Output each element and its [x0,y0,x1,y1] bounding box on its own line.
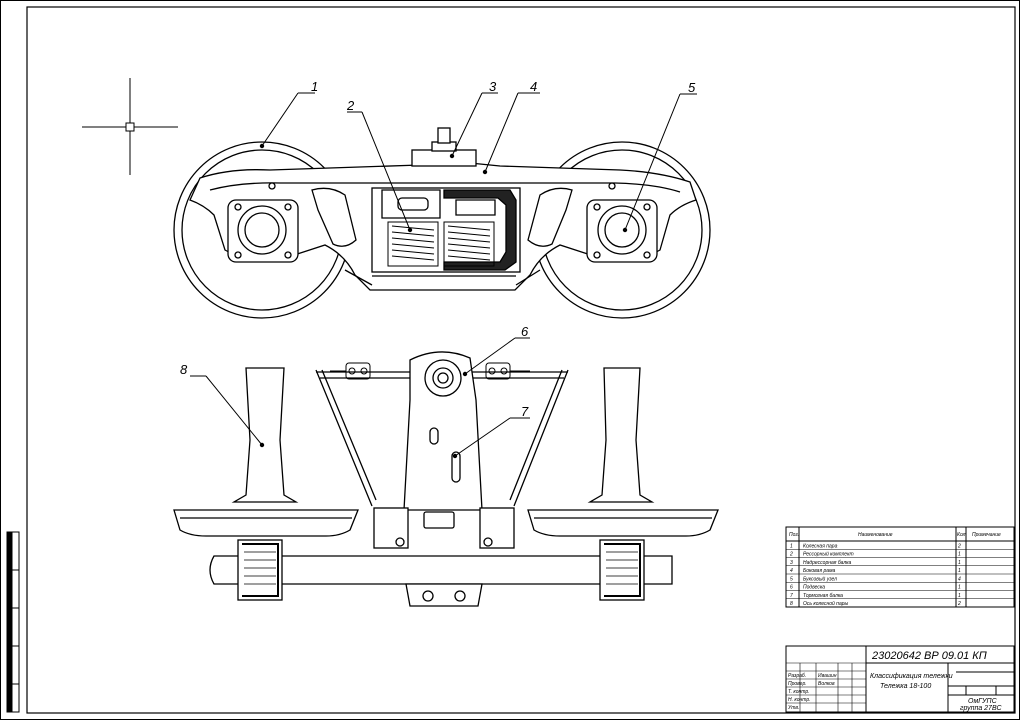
hanger-links [330,362,530,380]
bearing-right [599,539,645,601]
bogie-end-view [173,351,719,607]
bolster [381,189,441,219]
spec-header-pos: Поз. [789,532,799,538]
callout-1: 1 [311,79,318,94]
spec-row-qty: 1 [958,568,961,574]
spec-row-name: Ось колесной пары [803,600,848,607]
spec-row-qty: 1 [958,593,961,599]
spec-row-name: Надрессорная балка [803,560,852,566]
spec-row-pos: 2 [789,552,793,558]
org-line2: группа 27ВС [960,705,1002,712]
spec-row-qty: 2 [957,601,961,607]
role-approved: Утв. [788,705,799,711]
drawing-title-line1: Классификация тележки [870,673,953,680]
drawing-title-line2: Тележка 18-100 [880,683,931,690]
spec-row-qty: 2 [957,543,961,549]
callout-4: 4 [530,79,537,94]
spec-row-pos: 4 [790,568,793,574]
role-developer: Разраб. [788,673,806,679]
title-block: 23020642 ВР 09.01 КП Классификация тележ… [785,645,1015,713]
spec-row-pos: 5 [790,576,793,582]
developer-name: Ивашин [818,673,837,679]
spec-table: Поз. Наименование Кол. Примечание 1 Колес… [785,526,1015,608]
callout-5: 5 [688,80,696,95]
bolster-plate [403,351,483,511]
spec-header-qty: Кол. [957,532,967,538]
spec-header-name: Наименование [858,532,893,538]
center-plate [411,149,477,167]
spec-row-pos: 3 [790,560,793,566]
axle-beam [209,555,673,585]
spec-row-name: Колесная пара [803,543,838,549]
spec-row-qty: 4 [958,576,961,582]
bogie-side-view [173,127,711,319]
org-line1: ОмГУПС [968,698,998,705]
callout-7: 7 [521,404,529,419]
role-norm-control: Н. контр. [788,697,811,703]
callout-6: 6 [521,324,529,339]
spec-row-name: Боковая рама [803,568,836,574]
spec-row-pos: 8 [790,601,793,607]
spec-row-qty: 1 [958,585,961,591]
right-axle-column [587,367,655,503]
binding-strip [6,531,20,713]
left-axle-column [231,367,299,503]
checker-name: Волков [818,681,835,687]
spec-row-name: Рессорный комплект [803,551,854,558]
inner-frame [26,6,1016,714]
spec-row-qty: 1 [958,560,961,566]
spec-header-note: Примечание [972,532,1001,538]
callout-labels: 1 2 3 4 5 6 7 8 [180,79,696,419]
leader-lines [190,92,697,457]
spec-row-pos: 7 [790,593,793,599]
spec-row-pos: 1 [790,543,793,549]
role-checker: Провер. [788,681,807,687]
crosshair-cursor[interactable] [82,78,178,175]
spec-row-name: Буксовый узел [803,575,837,582]
role-tech-control: Т. контр. [788,689,810,695]
spec-row-pos: 6 [790,585,793,591]
bearing-left [237,539,283,601]
leader-dots [259,143,628,459]
spring-set [387,221,495,267]
callout-3: 3 [489,79,497,94]
spec-row-qty: 1 [958,552,961,558]
spec-row-name: Тормозная балка [803,593,843,599]
callout-8: 8 [180,362,188,377]
callout-2: 2 [346,98,355,113]
spec-row-name: Подвеска [803,585,825,591]
doc-code: 23020642 ВР 09.01 КП [871,650,987,662]
